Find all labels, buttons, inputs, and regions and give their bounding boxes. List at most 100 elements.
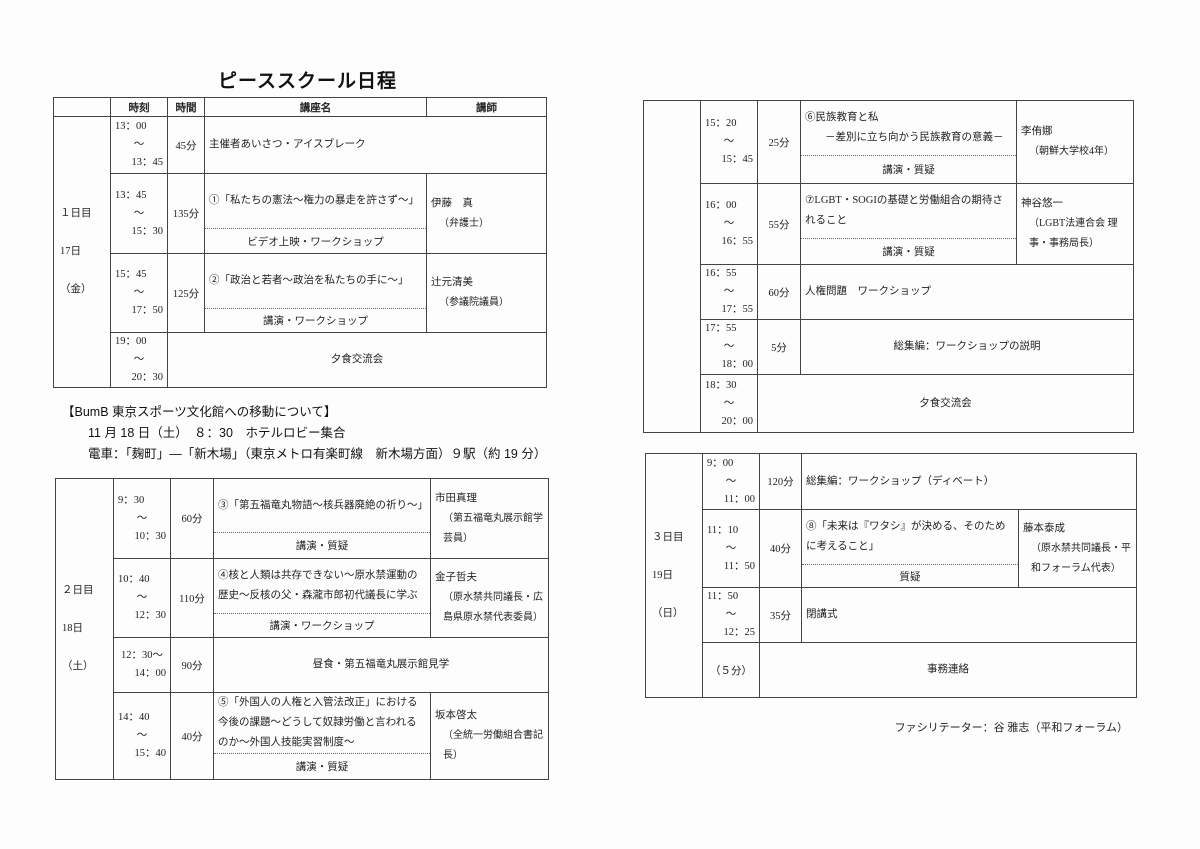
day-label: ３日目 xyxy=(652,531,684,543)
course-title-text: ②「政治と若者～政治を私たちの手に～」 xyxy=(209,275,409,286)
time-tilde: ～ xyxy=(725,475,737,487)
time-start: 14：40 xyxy=(118,712,150,723)
course-title-text: 夕食交流会 xyxy=(330,354,384,365)
time-cell: 15：20～15：45 xyxy=(700,100,758,184)
course-title-text: ③「第五福竜丸物語～核兵器廃絶の祈り～」 xyxy=(218,499,428,511)
day-date: 17日（金） xyxy=(60,246,92,295)
time-cell: 11：50～12：25 xyxy=(702,587,760,643)
time-end: 15：45 xyxy=(721,154,754,165)
course-title: ①「私たちの憲法～権力の暴走を許さず～」 xyxy=(204,173,427,229)
time-cell: 11：10 ～ 11：50 xyxy=(702,509,760,588)
time-tilde: ～ xyxy=(723,341,735,352)
speaker-cell: 神谷悠一（LGBT法連合会 理事・事務局長） xyxy=(1016,183,1134,265)
course-title: ⑥民族教育と私－差別に立ち向かう民族教育の意義－ xyxy=(800,100,1017,156)
course-title: 人権問題 ワークショップ xyxy=(800,264,1134,320)
course-title-text: 総集編：ワークショップの説明 xyxy=(893,341,1041,352)
time-cell: 16：00～16：55 xyxy=(700,183,758,265)
time-start: 10：40 xyxy=(118,574,150,585)
speaker-cell: 辻元清美（参議院議員） xyxy=(426,253,547,333)
time-tilde: ～ xyxy=(723,136,735,147)
speaker-role: （朝鮮大学校4年） xyxy=(1029,146,1114,157)
time-end: 14：00 xyxy=(134,668,167,679)
movement-heading: 【BumB 東京スポーツ文化館への移動について】 xyxy=(62,405,337,419)
duration-cell: 120分 xyxy=(759,453,802,510)
course-title-text: 総集編：ワークショップ（ディベート） xyxy=(806,475,995,487)
time-end: 20：30 xyxy=(131,372,164,383)
time-cell: 9：00～11：00 xyxy=(702,453,760,510)
course-format: 講演・質疑 xyxy=(213,532,431,559)
table-row: （５分）事務連絡 xyxy=(646,642,1138,698)
course-format: 講演・質疑 xyxy=(800,155,1017,184)
time-end: 20：00 xyxy=(721,415,754,427)
header-duration: 時間 xyxy=(167,97,205,117)
page-title: ピーススクール日程 xyxy=(218,71,398,92)
table-subrow: 講演・質疑 xyxy=(56,753,549,780)
duration-cell: 55分 xyxy=(757,183,801,265)
duration-cell: 60分 xyxy=(757,264,801,320)
time-end: 13：45 xyxy=(131,157,164,168)
course-format: 講演・ワークショップ xyxy=(204,308,427,333)
course-title-text: 夕食交流会 xyxy=(919,397,972,409)
time-cell: 13：45～15：30 xyxy=(110,173,168,254)
time-tilde: ～ xyxy=(723,397,735,409)
time-cell: 15：45～17：50 xyxy=(110,253,168,333)
time-end: 17：55 xyxy=(721,304,754,315)
time-cell: 19：00～20：30 xyxy=(110,332,168,388)
time-tilde: ～ xyxy=(725,542,737,554)
duration-cell: 125分 xyxy=(167,253,205,333)
time-start: 11：10 xyxy=(707,524,739,536)
speaker-role: （原水禁共同議長・平和フォーラム代表） xyxy=(1031,542,1131,574)
speaker-role: （参議院議員） xyxy=(439,297,509,308)
duration-cell: 25分 xyxy=(757,100,801,184)
course-title: 総集編：ワークショップ（ディベート） xyxy=(800,453,1138,510)
time-end: 15：30 xyxy=(131,225,164,237)
time-cell: 12：30～ 14：00 xyxy=(113,637,171,693)
time-tilde: ～ xyxy=(133,287,145,298)
speaker-cell: 伊藤 真（弁護士） xyxy=(426,173,547,254)
time-cell: 13：00 ～ 13：45 xyxy=(110,116,168,174)
movement-meeting: 11 月 18 日（土） ８：30 ホテルロビー集合 xyxy=(88,426,346,440)
time-cell: 9：30～10：30 xyxy=(113,478,171,559)
time-tilde: ～ xyxy=(133,139,145,150)
course-title-text: ①「私たちの憲法～権力の暴走を許さず～」 xyxy=(209,195,419,206)
time-end: 11：50 xyxy=(723,560,755,572)
course-format: ビデオ上映・ワークショップ xyxy=(204,228,427,254)
course-title: ⑧「未来は『ワタシ』が決める、そのために考えること」 xyxy=(801,509,1019,565)
time-start: 9：00 xyxy=(707,457,734,469)
time-end: 10：30 xyxy=(134,530,167,542)
duration-cell: 40分 xyxy=(759,509,802,588)
course-title: ②「政治と若者～政治を私たちの手に～」 xyxy=(204,253,427,309)
course-title: ③「第五福竜丸物語～核兵器廃絶の祈り～」 xyxy=(213,478,431,533)
course-subtitle: －差別に立ち向かう民族教育の意義－ xyxy=(825,132,1004,143)
speaker-role: （原水禁共同議長・広島県原水禁代表委員） xyxy=(443,592,543,623)
time-start: 12：30～ xyxy=(121,650,163,661)
speaker-role: （全統一労働組合書記長） xyxy=(443,730,543,761)
course-title: ⑤「外国人の人権と入管法改正」における今後の課題～どうして奴隷労働と言われるのか… xyxy=(213,692,431,754)
time-start: 16：55 xyxy=(705,268,737,279)
header-course: 講座名 xyxy=(204,97,427,117)
time-tilde: ～ xyxy=(723,218,735,229)
day-date: 18日（土） xyxy=(62,623,94,672)
course-title-text: ④核と人類は共存できない～原水禁運動の歴史～反核の父・森瀧市郎初代議長に学ぶ xyxy=(218,570,418,601)
time-end: 12：30 xyxy=(134,610,167,621)
duration-cell: 45分 xyxy=(167,116,205,174)
day-date: 19日（日） xyxy=(652,569,684,619)
time-tilde: ～ xyxy=(136,512,148,524)
header-time: 時刻 xyxy=(110,97,168,117)
time-end: 12：25 xyxy=(723,627,756,638)
time-end: 18：00 xyxy=(721,359,754,370)
course-title: 閉講式 xyxy=(800,587,1138,643)
time-start: 13：00 xyxy=(115,121,147,132)
time-cell: 10：40～12：30 xyxy=(113,558,171,638)
duration-cell: 40分 xyxy=(170,692,214,780)
